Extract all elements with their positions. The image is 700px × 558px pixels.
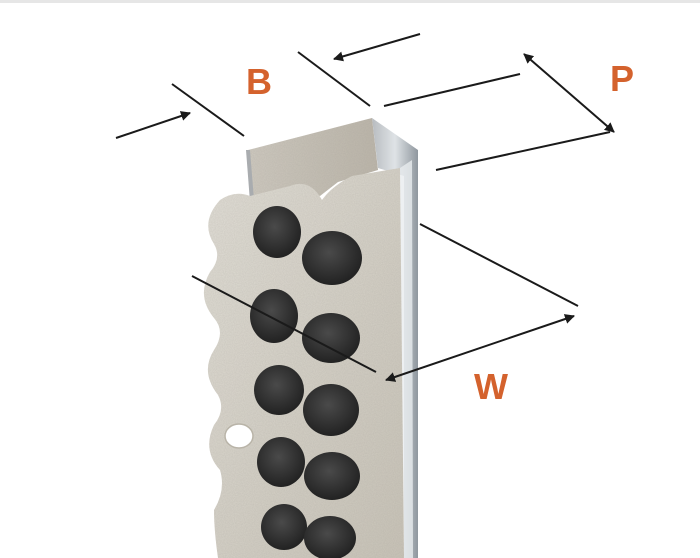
dimension-b-extension-right	[297, 51, 371, 107]
hole	[304, 516, 356, 558]
dimension-p-arrow	[523, 53, 615, 133]
dimension-label-w: W	[474, 366, 508, 407]
bead-back-wall	[248, 118, 378, 200]
hole	[261, 504, 307, 550]
hole	[303, 384, 359, 436]
dimension-w-extension-left	[191, 275, 377, 373]
bead-back-edge	[246, 150, 254, 202]
dimension-p-extension-bottom	[435, 131, 611, 171]
hole	[253, 206, 301, 258]
hole	[302, 313, 360, 363]
edge-notch	[224, 423, 254, 449]
bead-front-face	[203, 168, 404, 558]
dimension-w-extension-right	[419, 223, 579, 307]
top-border	[0, 0, 700, 3]
hole	[250, 289, 298, 343]
hole	[257, 437, 305, 487]
dimension-b-extension-left	[171, 83, 245, 137]
dimension-label-p: P	[610, 58, 635, 99]
hole	[304, 452, 360, 500]
dimension-p-extension-top	[383, 73, 521, 107]
dimension-lines	[115, 33, 615, 382]
perforation-holes	[224, 206, 362, 558]
hole	[302, 231, 362, 285]
dimension-w-arrow	[385, 314, 575, 382]
dimension-b-arrow-left	[115, 111, 191, 139]
dimension-label-b: B	[246, 61, 272, 102]
dimension-b-arrow-right	[333, 33, 421, 62]
hole	[254, 365, 304, 415]
